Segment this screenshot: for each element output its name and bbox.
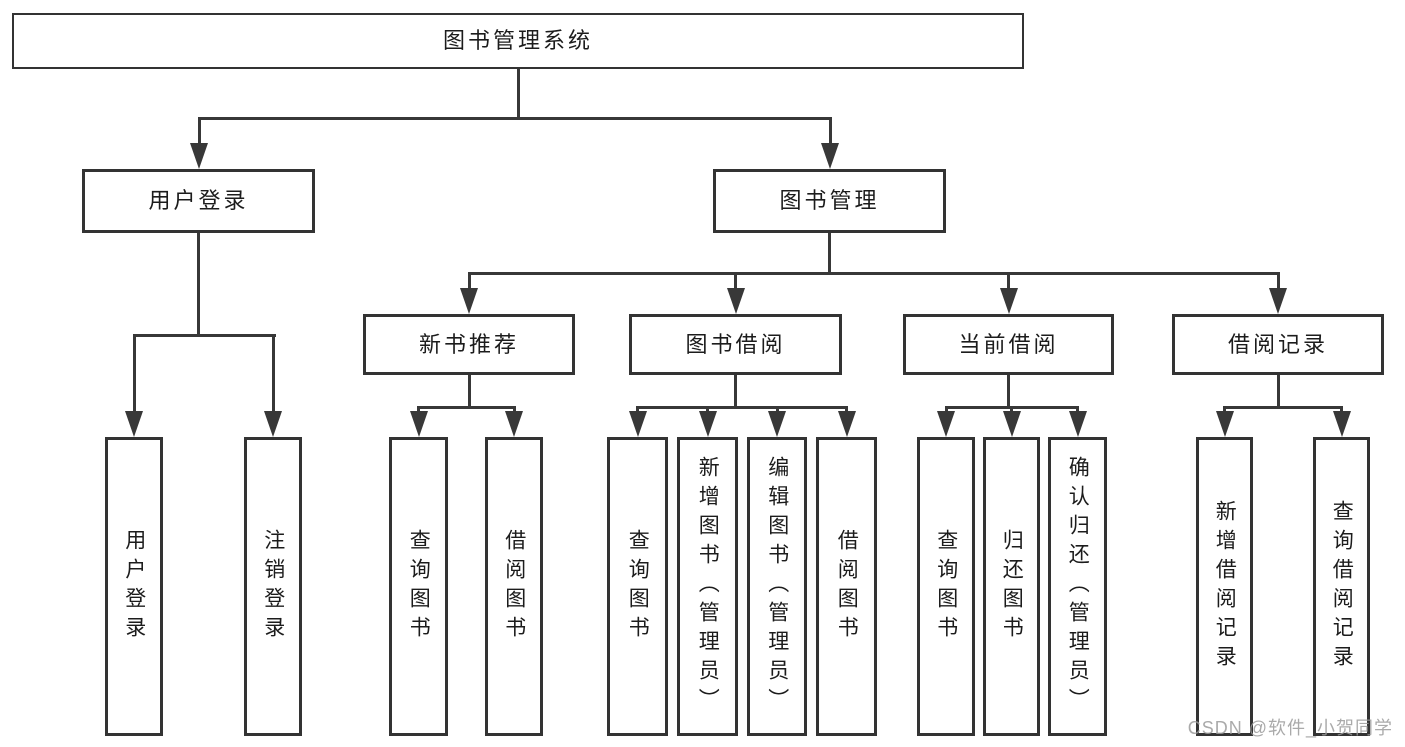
leaf-return-books: 归还图书	[983, 437, 1040, 736]
watermark: CSDN @软件_小贺同学	[1187, 718, 1393, 738]
leaf-add-book-admin: 新增图书（管理员）	[677, 437, 738, 736]
arrow-down-icon	[409, 411, 428, 437]
arrow-down-icon	[768, 411, 786, 437]
connector-root-stem	[516, 69, 520, 118]
connector-arrow-stem	[1276, 273, 1280, 292]
connector-arrow-stem	[132, 335, 136, 415]
connector-arrow-stem	[1007, 273, 1010, 292]
arrow-down-icon	[821, 143, 839, 169]
leaf-user-login: 用户登录	[105, 437, 163, 736]
arrow-down-icon	[726, 288, 745, 314]
arrow-down-icon	[837, 411, 856, 437]
leaf-add-borrow-record: 新增借阅记录	[1196, 437, 1253, 736]
connector-book-borrow-stem	[734, 375, 737, 407]
arrow-down-icon	[1002, 411, 1021, 437]
arrow-down-icon	[125, 411, 143, 437]
leaf-edit-book-admin: 编辑图书（管理员）	[747, 437, 807, 736]
node-borrowing-records: 借阅记录	[1172, 314, 1384, 375]
arrow-down-icon	[505, 411, 523, 437]
node-book-management: 图书管理	[713, 169, 946, 233]
arrow-down-icon	[1332, 411, 1351, 437]
node-new-book-recommend: 新书推荐	[363, 314, 575, 375]
arrow-down-icon	[190, 143, 208, 169]
leaf-logout: 注销登录	[244, 437, 302, 736]
leaf-borrow-books-borrowing: 借阅图书	[816, 437, 877, 736]
arrow-down-icon	[1215, 411, 1234, 437]
leaf-query-books-borrowing: 查询图书	[607, 437, 668, 736]
node-root: 图书管理系统	[12, 13, 1024, 69]
node-book-borrowing: 图书借阅	[629, 314, 842, 375]
leaf-borrow-books-recommend: 借阅图书	[485, 437, 543, 736]
arrow-down-icon	[937, 411, 955, 437]
connector-book-mgmt-stem	[828, 233, 831, 273]
leaf-query-borrow-record: 查询借阅记录	[1313, 437, 1370, 736]
connector-book-borrow-rail	[636, 405, 848, 409]
connector-current-borrow-stem	[1007, 375, 1010, 407]
connector-arrow-stem	[271, 335, 275, 415]
node-current-borrowing: 当前借阅	[903, 314, 1114, 375]
leaf-query-books-current: 查询图书	[917, 437, 975, 736]
arrow-down-icon	[1068, 411, 1087, 437]
connector-book-mgmt-rail	[467, 271, 1280, 275]
connector-user-login-stem	[197, 233, 200, 335]
arrow-down-icon	[264, 411, 282, 437]
connector-records-rail	[1223, 405, 1343, 409]
arrow-down-icon	[1269, 288, 1287, 314]
leaf-confirm-return-admin: 确认归还（管理员）	[1048, 437, 1107, 736]
connector-arrow-stem	[734, 273, 737, 292]
connector-root-rail	[197, 116, 832, 120]
connector-arrow-stem	[197, 118, 201, 147]
connector-arrow-stem	[828, 118, 832, 147]
arrow-down-icon	[628, 411, 647, 437]
connector-new-book-stem	[467, 375, 471, 407]
connector-new-book-rail	[417, 405, 516, 409]
arrow-down-icon	[698, 411, 717, 437]
arrow-down-icon	[460, 288, 478, 314]
arrow-down-icon	[999, 288, 1018, 314]
leaf-query-books-recommend: 查询图书	[389, 437, 448, 736]
connector-user-login-rail	[132, 333, 276, 337]
connector-records-stem	[1276, 375, 1280, 407]
node-user-login: 用户登录	[82, 169, 315, 233]
connector-arrow-stem	[467, 273, 471, 292]
